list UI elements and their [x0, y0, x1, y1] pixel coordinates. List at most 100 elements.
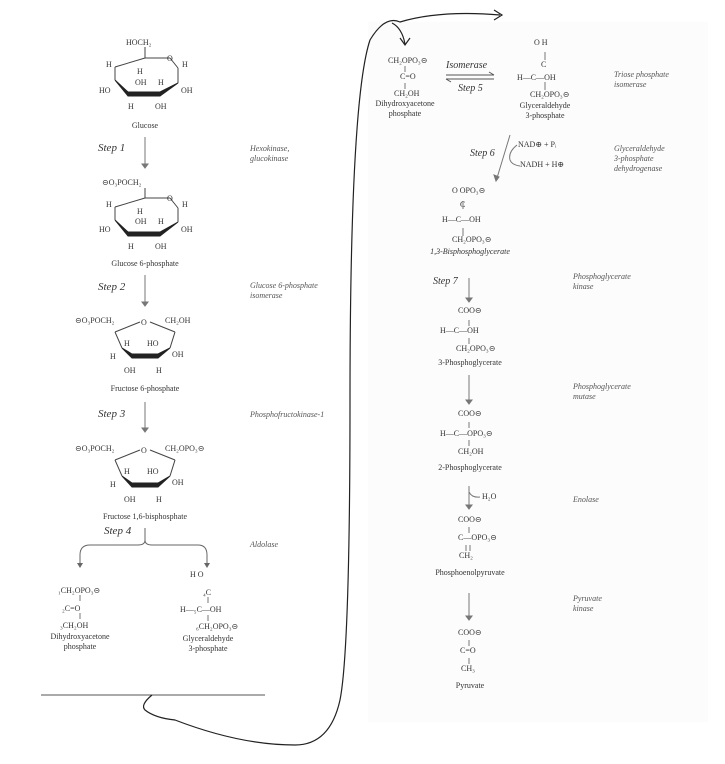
bpg-line-2: C [460, 200, 466, 209]
atom-label: H [158, 217, 164, 226]
glucose-ring [114, 47, 179, 97]
pg2-line-3: CH₂OH [458, 447, 484, 456]
pep-line-3: CH₂ [459, 551, 473, 560]
atom-label: O [167, 54, 173, 63]
atom-label: O [141, 318, 147, 327]
atom-label: OH [155, 102, 167, 111]
atom-label: HO [99, 225, 111, 234]
f16bp-c6-label: ⊝O₃POCH₂ [75, 444, 115, 453]
equilibrium-arrows [445, 71, 495, 83]
atom-label: H [158, 78, 164, 87]
dhap-right-line-3: CH₂OH [394, 89, 420, 98]
atom-label: OH [124, 366, 136, 375]
step-5-label: Step 5 [458, 83, 483, 94]
enzyme-step-1: Hexokinase, glucokinase [250, 144, 290, 163]
molecule-name-pyruvate: Pyruvate [455, 681, 485, 690]
gap-line-2: ₄C [203, 588, 212, 597]
atom-label: H [156, 495, 162, 504]
bpg-line-1: O OPO₃⊝ [452, 186, 486, 195]
dhap-right-line-2: C=O [400, 72, 416, 81]
gap-line-1: H O [190, 570, 204, 579]
isomerase-arrow-label: Isomerase [446, 60, 488, 71]
enzyme-step-9: Enolase [573, 495, 599, 504]
atom-label: OH [181, 86, 193, 95]
right-step-arrows [465, 134, 521, 621]
gap-right-line-4: CH₂OPO₃⊝ [530, 90, 570, 99]
pg2-line-1: COO⊝ [458, 409, 482, 418]
nadh-output: NADH + H⊕ [520, 160, 565, 169]
step-2-label: Step 2 [98, 281, 126, 293]
atom-label: H [106, 200, 112, 209]
atom-label: O [141, 446, 147, 455]
molecule-name-g6p: Glucose 6-phosphate [111, 259, 179, 268]
pep-line-1: COO⊝ [458, 515, 482, 524]
enzyme-step-4: Aldolase [250, 540, 278, 549]
pyruvate-line-1: COO⊝ [458, 628, 482, 637]
gap-right-line-3: H—C—OH [517, 73, 556, 82]
atom-label: H [137, 67, 143, 76]
step-6-label: Step 6 [470, 148, 495, 159]
nad-input: NAD⊕ + Pᵢ [518, 140, 557, 149]
molecule-name-2pg: 2-Phosphoglycerate [438, 463, 502, 472]
f16bp-c1-label: CH₂OPO₃⊝ [165, 444, 205, 453]
left-step-arrows [141, 137, 149, 433]
atom-label: OH [172, 478, 184, 487]
enzyme-step-10: Pyruvate kinase [573, 594, 602, 613]
molecule-name-3pg: 3-Phosphoglycerate [438, 358, 502, 367]
gap-line-3: H—₅C—OH [180, 605, 222, 614]
enzyme-step-2: Glucose 6-phosphate isomerase [250, 281, 318, 300]
aldolase-split-bracket [79, 528, 208, 565]
atom-label: O [167, 194, 173, 203]
atom-label: H [128, 242, 134, 251]
atom-label: OH [124, 495, 136, 504]
bpg-line-3: H—C—OH [442, 215, 481, 224]
step-7-label: Step 7 [433, 276, 458, 287]
atom-label: H [156, 366, 162, 375]
pg3-line-2: H—C—OH [440, 326, 479, 335]
molecule-name-f6p: Fructose 6-phosphate [110, 384, 180, 393]
enzyme-step-3: Phosphofructokinase-1 [250, 410, 325, 419]
f6p-c1-label: CH₂OH [165, 316, 191, 325]
dhap-line-1: ₁CH₂OPO₃⊝ [58, 586, 101, 595]
atom-label: OH [155, 242, 167, 251]
atom-label: H [124, 339, 130, 348]
atom-label: H [137, 207, 143, 216]
f16bp-ring [114, 449, 176, 488]
glucose-c6-label: HOCH₂ [126, 38, 152, 47]
atom-label: OH [135, 217, 147, 226]
pg3-line-3: CH₂OPO₃⊝ [456, 344, 496, 353]
gap-line-4: ₆CH₂OPO₃⊝ [196, 622, 239, 631]
step-4-label: Step 4 [104, 525, 132, 537]
atom-label: H [182, 60, 188, 69]
molecule-name-f16bp: Fructose 1,6-bisphosphate [103, 512, 187, 521]
atom-label: H [128, 102, 134, 111]
molecule-name-pep: Phosphoenolpyruvate [435, 568, 505, 577]
atom-label: HO [147, 467, 159, 476]
pyruvate-line-2: C=O [460, 646, 476, 655]
molecule-name-dhap-left: Dihydroxyacetone phosphate [50, 632, 110, 651]
pg2-line-2: H—C—OPO₃⊝ [440, 429, 493, 438]
connector-curve [142, 12, 501, 746]
pg3-line-1: COO⊝ [458, 306, 482, 315]
g6p-ring [114, 188, 179, 237]
bpg-line-4: CH₂OPO₃⊝ [452, 235, 492, 244]
atom-label: H [182, 200, 188, 209]
molecule-name-bpg: 1,3-Bisphosphoglycerate [430, 247, 510, 256]
enzyme-step-8: Phosphoglycerate mutase [573, 382, 631, 401]
atom-label: HO [99, 86, 111, 95]
atom-label: H [110, 480, 116, 489]
enzyme-step-5: Triose phosphate isomerase [614, 70, 669, 89]
atom-label: OH [135, 78, 147, 87]
pep-line-2: C—OPO₃⊝ [458, 533, 497, 542]
dhap-line-2: ₂C=O [62, 604, 81, 613]
gap-right-line-2: C [541, 60, 547, 69]
step-3-label: Step 3 [98, 408, 126, 420]
molecule-name-dhap-right: Dihydroxyacetone phosphate [375, 99, 435, 118]
atom-label: H [106, 60, 112, 69]
f6p-c6-label: ⊝O₃POCH₂ [75, 316, 115, 325]
pyruvate-line-3: CH₃ [461, 664, 475, 673]
step-1-label: Step 1 [98, 142, 126, 154]
f6p-ring [114, 321, 176, 359]
g6p-c6-label: ⊝O₃POCH₂ [102, 178, 142, 187]
